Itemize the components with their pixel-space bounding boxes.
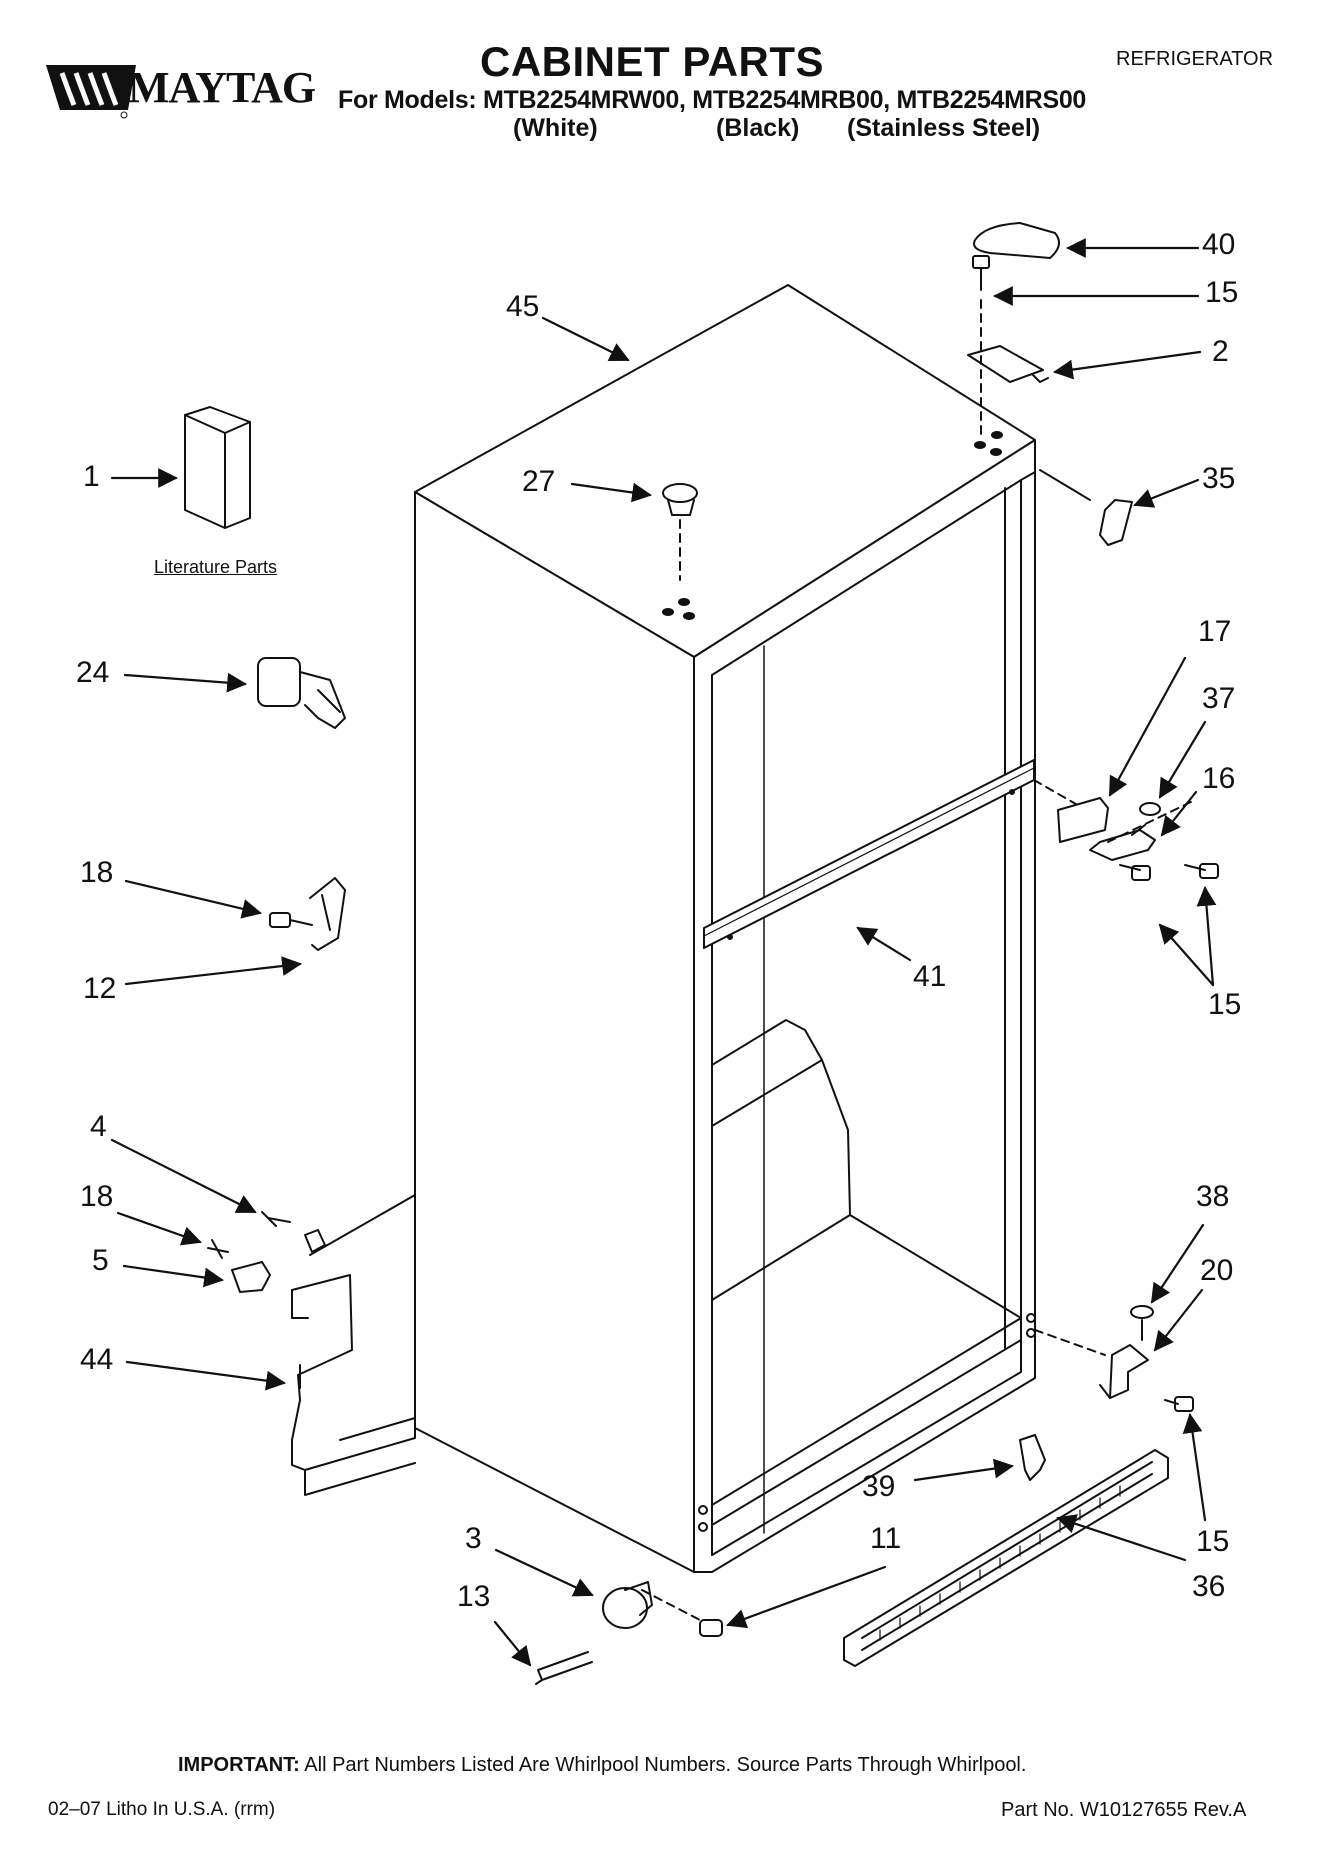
clip-part-39 (1020, 1435, 1045, 1480)
leader-lines (112, 238, 1217, 1667)
callout-39: 39 (862, 1470, 896, 1503)
variant-white: (White) (513, 114, 598, 142)
callout-18: 18 (80, 856, 114, 889)
hinge-cover-part-40 (974, 223, 1059, 258)
cabinet-body (415, 285, 1035, 1572)
callout-5: 5 (92, 1244, 109, 1277)
callout-24: 24 (76, 656, 110, 689)
callout-1: 1 (83, 460, 100, 493)
callout-40: 40 (1202, 228, 1236, 261)
middle-hinge-assembly (1034, 780, 1218, 880)
page-title: CABINET PARTS (480, 38, 825, 85)
important-label: IMPORTANT: (178, 1754, 300, 1776)
maytag-logo (40, 55, 325, 125)
callout-12: 12 (83, 972, 117, 1005)
callout-20: 20 (1200, 1254, 1234, 1287)
document-type: REFRIGERATOR (1116, 48, 1274, 70)
callout-41: 41 (913, 960, 947, 993)
callout-17: 17 (1198, 615, 1232, 648)
variant-stainless: (Stainless Steel) (847, 114, 1041, 142)
bumper-part-35 (1100, 500, 1132, 545)
door-stop-assembly (208, 1195, 415, 1495)
callout-18-lower: 18 (80, 1180, 114, 1213)
literature-parts-label: Literature Parts (154, 557, 278, 577)
bottom-hinge-assembly (1035, 1306, 1193, 1411)
grille-part-36 (844, 1450, 1168, 1666)
top-hinge-part-2 (968, 256, 1048, 440)
part-number: Part No. W10127655 Rev.A (1001, 1799, 1247, 1821)
bumper-leader-line (1040, 470, 1090, 500)
callout-15-middle: 15 (1208, 988, 1242, 1021)
callout-36: 36 (1192, 1570, 1226, 1603)
callout-4: 4 (90, 1110, 107, 1143)
callout-37: 37 (1202, 682, 1236, 715)
print-info: 02–07 Litho In U.S.A. (rrm) (48, 1799, 276, 1820)
callout-44: 44 (80, 1343, 114, 1376)
callout-15-bottom: 15 (1196, 1525, 1230, 1558)
variant-black: (Black) (716, 114, 800, 142)
callout-3: 3 (465, 1522, 482, 1555)
callout-38: 38 (1196, 1180, 1230, 1213)
maytag-emblem-icon (46, 65, 136, 119)
callout-27: 27 (522, 465, 556, 498)
plug-part-27 (663, 484, 697, 580)
brand-name: MAYTAG (128, 63, 316, 112)
callout-11: 11 (870, 1522, 902, 1555)
callout-15-top: 15 (1205, 276, 1239, 309)
callout-2: 2 (1212, 335, 1229, 368)
callout-16: 16 (1202, 762, 1236, 795)
leveling-assembly (536, 1582, 722, 1684)
model-list: For Models: MTB2254MRW00, MTB2254MRB00, … (338, 86, 1087, 114)
callout-13: 13 (457, 1580, 491, 1613)
literature-parts-part-1 (185, 407, 250, 528)
plug-part-24 (258, 658, 345, 728)
callout-35: 35 (1202, 462, 1236, 495)
hinge-part-12 (270, 878, 345, 950)
important-text: All Part Numbers Listed Are Whirlpool Nu… (299, 1754, 1027, 1776)
important-note: IMPORTANT: All Part Numbers Listed Are W… (178, 1754, 1026, 1777)
callout-45: 45 (506, 290, 540, 323)
